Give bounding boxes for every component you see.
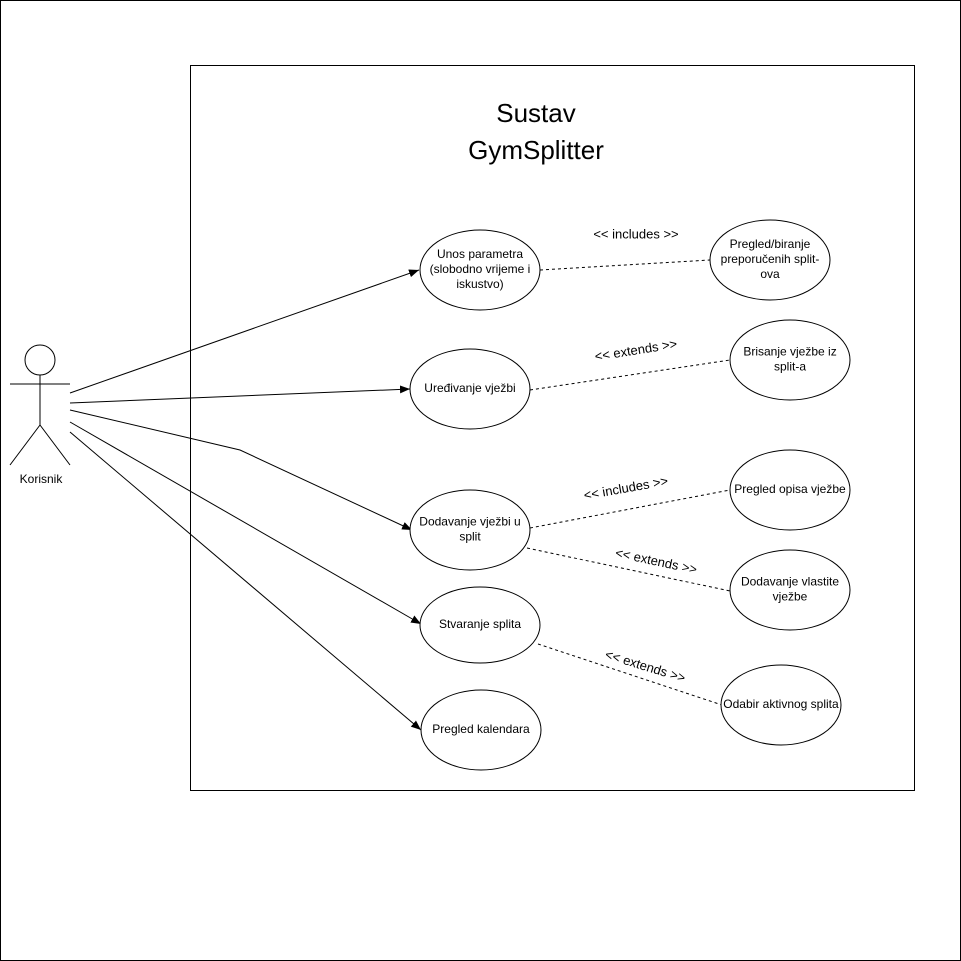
system-title-line2: GymSplitter	[468, 135, 604, 165]
use-case-ellipse	[729, 449, 851, 531]
use-case-label-line: vježbe	[773, 590, 808, 604]
use-case-label-line: iskustvo)	[456, 277, 503, 291]
dep-stvaranje-aktivni	[537, 643, 723, 706]
use-case-ellipse	[729, 319, 851, 401]
use-case-label-line: (slobodno vrijeme i	[430, 262, 531, 276]
assoc-stvaranje	[69, 421, 422, 625]
system-title-line1: Sustav	[496, 98, 576, 128]
dep-dodavanje-vlastita	[526, 547, 731, 592]
use-case-label-line: Pregled kalendara	[432, 722, 530, 736]
use-case-ellipse	[709, 219, 831, 301]
actor-right-leg	[39, 424, 71, 466]
assoc-uredivanje	[69, 385, 411, 404]
use-case-label-line: Brisanje vježbe iz	[743, 345, 836, 359]
use-case-odabir-aktivnog[interactable]: Odabir aktivnog splita	[720, 664, 842, 746]
use-case-ellipse	[409, 348, 531, 430]
assoc-unos	[69, 269, 420, 394]
actor-korisnik[interactable]: Korisnik	[9, 344, 71, 486]
use-case-label: Uređivanje vježbi	[424, 381, 515, 395]
use-case-label-line: split-a	[774, 360, 806, 374]
dep-dodavanje-opis	[529, 489, 731, 529]
use-case-ellipse	[419, 229, 541, 311]
use-case-ellipse	[419, 586, 541, 664]
use-case-label: Odabir aktivnog splita	[723, 697, 839, 711]
assoc-kalendar	[69, 431, 422, 731]
use-case-pregled-kalendara[interactable]: Pregled kalendara	[420, 689, 542, 771]
dep-unos-pregled	[539, 259, 711, 271]
use-case-label-line: Uređivanje vježbi	[424, 381, 515, 395]
use-case-label: Pregled opisa vježbe	[734, 482, 846, 496]
use-case-label-line: Dodavanje vježbi u	[419, 515, 520, 529]
use-case-label-line: Odabir aktivnog splita	[723, 697, 839, 711]
assoc-dodavanje	[69, 409, 413, 531]
use-case-label-line: Pregled opisa vježbe	[734, 482, 846, 496]
use-case-label-line: Unos parametra	[437, 247, 523, 261]
use-case-uredivanje-vjezbi[interactable]: Uređivanje vježbi	[409, 348, 531, 430]
use-case-label: Stvaranje splita	[439, 617, 521, 631]
label-unos-includes: << includes >>	[593, 226, 678, 241]
actor-label: Korisnik	[20, 472, 64, 486]
dep-uredivanje-brisanje	[529, 359, 731, 391]
use-case-label-line: Pregled/biranje	[730, 237, 811, 251]
use-case-label-line: split	[459, 530, 481, 544]
actor-left-leg	[9, 424, 41, 466]
use-case-stvaranje-splita[interactable]: Stvaranje splita	[419, 586, 541, 664]
use-case-label-line: Stvaranje splita	[439, 617, 521, 631]
use-case-ellipse	[409, 489, 531, 571]
use-case-label: Pregled kalendara	[432, 722, 530, 736]
use-case-label-line: preporučenih split-	[721, 252, 820, 266]
use-case-ellipse	[720, 664, 842, 746]
use-case-pregled-opisa[interactable]: Pregled opisa vježbe	[729, 449, 851, 531]
use-case-ellipse	[420, 689, 542, 771]
use-case-label-line: Dodavanje vlastite	[741, 575, 839, 589]
use-case-label-line: ova	[760, 267, 780, 281]
actor-head	[24, 344, 56, 376]
use-case-ellipse	[729, 549, 851, 631]
